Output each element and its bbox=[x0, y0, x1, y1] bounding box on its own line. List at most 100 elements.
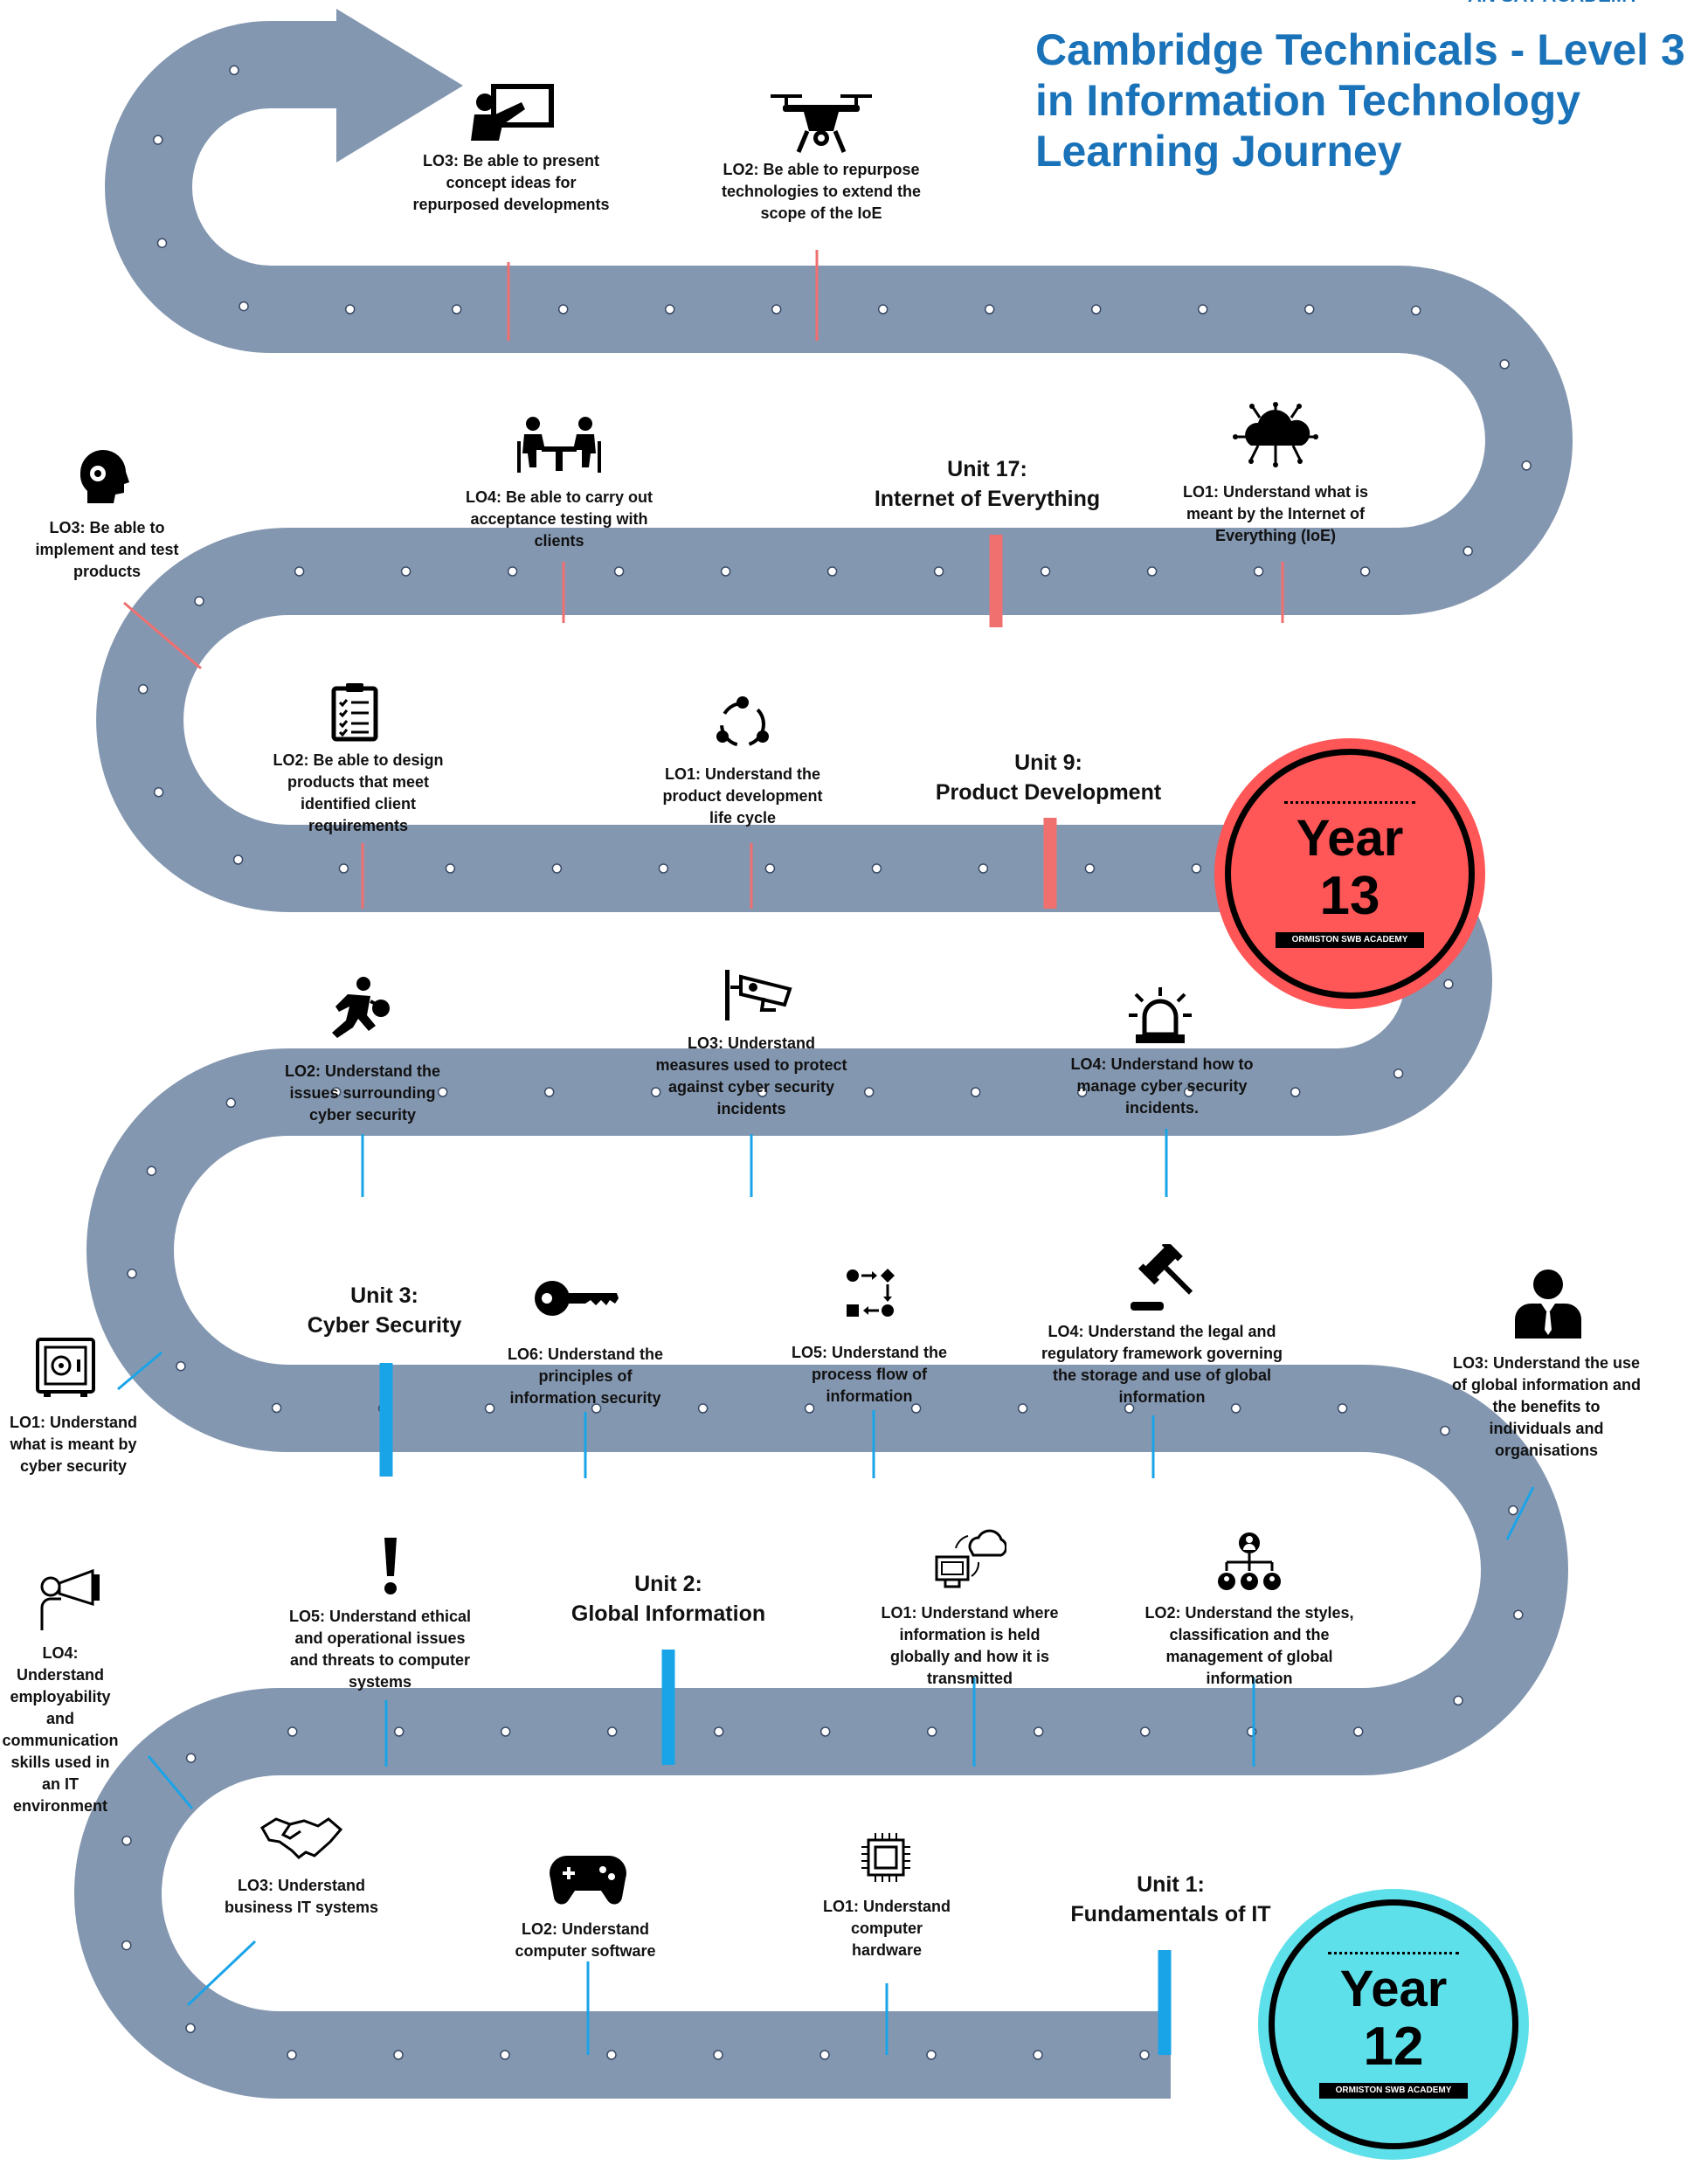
u9-lo3-label: LO3: Be able to implement and test produ… bbox=[35, 519, 179, 580]
road-dot bbox=[484, 1403, 495, 1414]
road-dot bbox=[451, 304, 462, 315]
road-dot bbox=[153, 787, 164, 798]
road-dot bbox=[933, 566, 944, 577]
road-dot bbox=[153, 135, 163, 145]
year-12-number: 12 bbox=[1363, 2016, 1424, 2077]
road-dot bbox=[926, 2050, 937, 2060]
road-dot bbox=[926, 1726, 937, 1737]
road-arrow-head bbox=[336, 9, 463, 163]
road-dot bbox=[194, 596, 204, 606]
road-dot bbox=[713, 1726, 724, 1737]
year-12-academy-ribbon: ORMISTON SWB ACADEMY bbox=[1319, 2083, 1468, 2099]
u3-lo4-label: LO4: Understand how to manage cyber secu… bbox=[1070, 1055, 1254, 1117]
road-dot bbox=[271, 1402, 282, 1414]
meeting-icon bbox=[517, 417, 601, 473]
cpu-chip-icon bbox=[861, 1833, 910, 1882]
year-12-badge: Year 12 ORMISTON SWB ACADEMY bbox=[1258, 1889, 1529, 2160]
road-dot bbox=[613, 566, 625, 577]
u2-lo4-label: LO4: Understand the legal and regulatory… bbox=[1041, 1323, 1283, 1406]
checklist-icon bbox=[331, 683, 378, 742]
road-dot bbox=[1513, 1609, 1524, 1620]
exclamation-icon bbox=[384, 1538, 397, 1594]
presentation-icon bbox=[471, 84, 554, 141]
u2-lo5-label: LO5: Understand the process flow of info… bbox=[791, 1344, 947, 1405]
road-dot bbox=[978, 863, 989, 874]
road-dot bbox=[1146, 566, 1158, 577]
unit-3-title: Unit 3: Cyber Security bbox=[307, 1283, 462, 1338]
road-dot bbox=[771, 304, 782, 315]
road-dot bbox=[713, 2050, 723, 2060]
drone-icon bbox=[771, 94, 872, 153]
head-gear-icon bbox=[80, 449, 129, 503]
road-dot bbox=[757, 1087, 768, 1097]
key-icon bbox=[535, 1281, 619, 1316]
academy-top-label: AN SAT ACADEMY bbox=[1468, 0, 1640, 7]
org-hierarchy-icon bbox=[1218, 1532, 1281, 1590]
road-dot bbox=[591, 1403, 602, 1414]
cloud-network-icon bbox=[1233, 402, 1318, 467]
year-13-badge: Year 13 ORMISTON SWB ACADEMY bbox=[1214, 738, 1485, 1009]
road-dot bbox=[970, 1087, 981, 1097]
title-line-1: Cambridge Technicals - Level 3 bbox=[1035, 25, 1685, 74]
road-dot bbox=[1393, 1069, 1404, 1079]
lifecycle-icon bbox=[716, 696, 769, 747]
handshake-icon bbox=[260, 1817, 342, 1859]
alarm-siren-icon bbox=[1129, 987, 1192, 1043]
u1-lo3-label: LO3: Understand business IT systems bbox=[224, 1877, 379, 1916]
road-dot bbox=[393, 1726, 405, 1737]
game-controller-icon bbox=[550, 1855, 626, 1905]
u3-lo3-label: LO3: Understand measures used to protect… bbox=[655, 1034, 847, 1117]
road-dot bbox=[507, 566, 518, 577]
u2-lo3-label: LO3: Understand the use of global inform… bbox=[1452, 1354, 1641, 1459]
megaphone-person-icon bbox=[40, 1569, 100, 1630]
road-dot bbox=[400, 566, 411, 577]
u1-lo2-label: LO2: Understand computer software bbox=[515, 1920, 656, 1960]
road-dot bbox=[720, 566, 731, 577]
road-dot bbox=[294, 566, 305, 577]
road-dot bbox=[819, 1726, 831, 1737]
road-dot bbox=[551, 863, 563, 874]
road-dot bbox=[606, 1726, 618, 1737]
u2-lo1-label: LO1: Understand where information is hel… bbox=[881, 1604, 1059, 1687]
year-13-number: 13 bbox=[1319, 866, 1380, 926]
road-dot bbox=[146, 1166, 157, 1176]
road-dot bbox=[1139, 2050, 1150, 2060]
road-dot bbox=[229, 65, 239, 76]
u17-lo2-label: LO2: Be able to repurpose technologies t… bbox=[721, 161, 922, 222]
u17-lo1-label: LO1: Understand what is meant by the Int… bbox=[1182, 483, 1369, 544]
road-dot bbox=[1337, 1403, 1348, 1414]
road-dot bbox=[863, 1087, 875, 1097]
u3-lo2-label: LO2: Understand the issues surrounding c… bbox=[284, 1062, 440, 1124]
connector-line bbox=[123, 601, 202, 670]
road-dot bbox=[445, 863, 456, 874]
road-dot bbox=[121, 1940, 132, 1951]
road-dot bbox=[330, 1087, 342, 1097]
road-dot bbox=[826, 566, 838, 577]
running-thief-icon bbox=[332, 977, 390, 1038]
road-dot bbox=[1508, 1504, 1518, 1516]
road-dot bbox=[1359, 566, 1371, 577]
connector-line bbox=[186, 1940, 257, 2007]
u3-lo1-label: LO1: Understand what is meant by cyber s… bbox=[9, 1414, 137, 1475]
unit-2-title: Unit 2: Global Information bbox=[570, 1572, 766, 1626]
road-dot bbox=[287, 2050, 297, 2060]
road-dot bbox=[664, 304, 675, 315]
title-line-3: Learning Journey bbox=[1035, 127, 1402, 176]
road-dot bbox=[658, 863, 669, 874]
road-dot bbox=[804, 1403, 815, 1414]
road-dot bbox=[984, 304, 995, 315]
business-person-icon bbox=[1515, 1269, 1581, 1338]
road-dot bbox=[500, 1726, 511, 1737]
road-dot bbox=[1443, 979, 1454, 990]
road-dot bbox=[1303, 304, 1315, 315]
road-path bbox=[74, 9, 1573, 2099]
road-dot bbox=[156, 238, 168, 248]
milestone-markers bbox=[117, 250, 1535, 2055]
u9-lo2-label: LO2: Be able to design products that mee… bbox=[273, 751, 444, 834]
road-dot bbox=[1084, 863, 1096, 874]
connector-line bbox=[117, 1351, 163, 1391]
road-dot bbox=[1124, 1403, 1135, 1414]
road-dot bbox=[697, 1403, 709, 1414]
u17-lo4-label: LO4: Be able to carry out acceptance tes… bbox=[465, 488, 653, 550]
